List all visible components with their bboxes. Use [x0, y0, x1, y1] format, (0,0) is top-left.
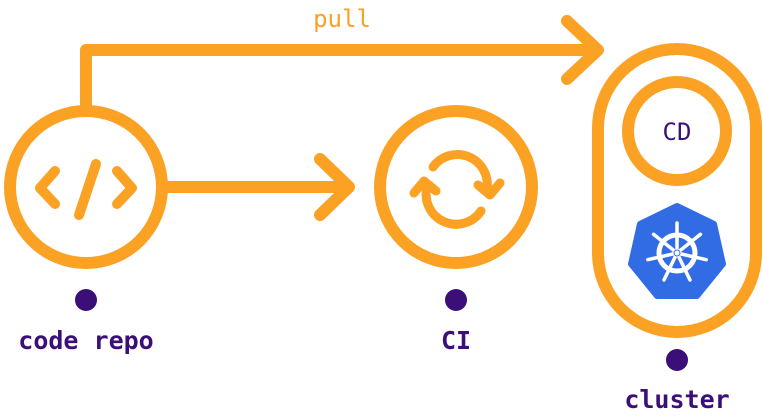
- node-ci: CI: [374, 105, 538, 355]
- pull-edge: [80, 15, 604, 112]
- cd-circle: [622, 76, 732, 186]
- cluster-label: cluster: [624, 385, 729, 414]
- node-cd: CD: [622, 76, 732, 186]
- ci-label: CI: [441, 326, 471, 355]
- kubernetes-helm-icon: [628, 203, 726, 299]
- code-repo-label: code repo: [18, 326, 153, 355]
- pull-arrowhead: [561, 15, 604, 85]
- ci-circle: [374, 105, 538, 269]
- helm-wheel: [646, 221, 708, 282]
- code-repo-dot: [75, 289, 97, 311]
- code-repo-circle: [4, 105, 168, 269]
- code-brackets-icon: [35, 159, 137, 220]
- ci-dot: [445, 289, 467, 311]
- push-arrowhead: [314, 153, 355, 221]
- sync-arrows-icon: [409, 150, 505, 229]
- cluster-dot: [666, 349, 688, 371]
- node-cluster: CD cluster: [592, 43, 762, 414]
- cluster-pill: [592, 43, 762, 338]
- node-code-repo: code repo: [4, 105, 168, 355]
- cd-label: CD: [663, 118, 692, 146]
- pull-label: pull: [313, 5, 371, 33]
- pull-edge-line: [80, 44, 602, 112]
- push-edge: [162, 153, 355, 221]
